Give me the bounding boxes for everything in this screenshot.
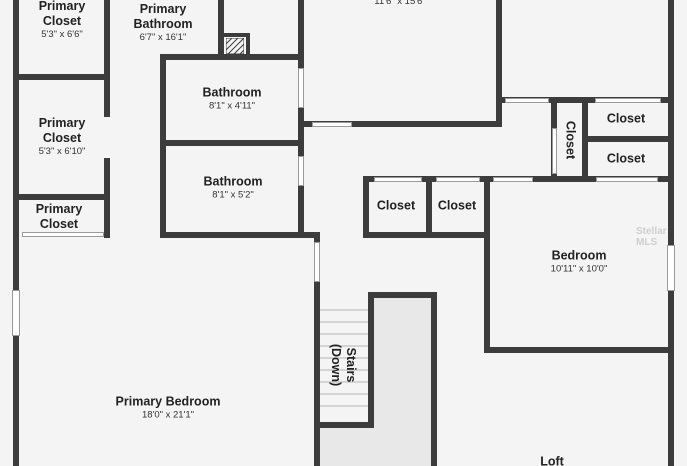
wall — [426, 176, 432, 238]
room-name: Closet — [606, 111, 646, 126]
wall — [13, 194, 110, 200]
room-label-closet-vertical: Closet — [563, 121, 578, 159]
opening — [314, 242, 320, 282]
window — [12, 290, 20, 336]
opening — [595, 98, 661, 103]
room-label-closet-b: Closet — [438, 199, 476, 214]
wall — [368, 292, 436, 298]
room-dims: 11'6" x 15'6" — [374, 0, 426, 7]
room-dims: 6'7" x 16'1" — [139, 32, 187, 43]
wall — [363, 232, 490, 238]
wall — [298, 121, 502, 127]
opening — [596, 177, 658, 182]
room-label-closet-d: Closet — [607, 152, 645, 167]
stairs-name: Stairs (Down) — [329, 343, 358, 387]
room-name: Primary Bedroom — [115, 394, 221, 409]
wall — [160, 54, 166, 238]
wall — [496, 0, 502, 127]
room-name: Loft — [540, 454, 564, 466]
wall — [668, 0, 674, 466]
room-label-primary-closet-2: Primary Closet 5'3" x 6'10" — [39, 116, 86, 158]
wall — [314, 232, 320, 466]
window — [667, 245, 675, 291]
room-label-primary-closet-1: Primary Closet 5'3" x 6'6" — [39, 0, 86, 41]
room-label-top-room: 11'6" x 15'6" — [374, 0, 425, 8]
wall — [160, 54, 304, 60]
room-name: Closet — [606, 151, 646, 166]
room-label-bathroom-2: Bathroom 8'1" x 5'2" — [203, 175, 262, 202]
wall — [363, 176, 369, 238]
wall — [431, 292, 437, 466]
room-dims: 8'1" x 4'11" — [208, 100, 256, 112]
stairs-label: Stairs (Down) — [328, 344, 358, 386]
room-name: Primary Closet — [35, 202, 83, 231]
opening — [312, 122, 352, 127]
wall — [246, 33, 250, 57]
opening — [552, 128, 557, 174]
wall — [368, 292, 374, 426]
wall — [104, 0, 110, 117]
wall — [218, 0, 224, 57]
room-dims: 5'3" x 6'10" — [38, 146, 86, 157]
room-name: Closet — [563, 120, 578, 160]
wall — [13, 74, 110, 80]
room-label-bathroom-1: Bathroom 8'1" x 4'11" — [202, 86, 261, 113]
room-label-closet-a: Closet — [377, 199, 415, 214]
opening — [298, 156, 304, 186]
room-label-closet-c: Closet — [607, 112, 645, 127]
room-name: Bathroom — [203, 174, 263, 189]
wall — [160, 140, 304, 146]
opening — [374, 177, 422, 182]
room-name: Bathroom — [202, 85, 262, 100]
opening — [22, 232, 104, 237]
room-dims: 5'3" x 6'6" — [41, 29, 83, 40]
wall — [314, 422, 374, 428]
wall — [484, 347, 674, 353]
wall — [484, 176, 674, 182]
room-name: Closet — [437, 198, 477, 213]
watermark: Stellar MLS — [636, 226, 667, 248]
wall — [220, 33, 248, 37]
stair-lower — [320, 428, 431, 466]
opening — [493, 177, 533, 182]
room-dims: 10'11" x 10'0" — [550, 263, 608, 275]
wall — [13, 0, 19, 466]
room-dims: 18'0" x 21'1" — [141, 409, 195, 421]
room-name: Bedroom — [551, 248, 607, 263]
stair-treads — [320, 309, 368, 407]
shaft-hatch — [226, 38, 244, 54]
room-label-primary-bedroom: Primary Bedroom 18'0" x 21'1" — [116, 395, 221, 422]
room-name: Primary Bathroom — [133, 2, 193, 31]
room-dims: 8'1" x 5'2" — [212, 189, 254, 201]
wall — [298, 0, 304, 238]
wall — [484, 176, 490, 353]
wall — [582, 136, 674, 142]
room-label-primary-bathroom: Primary Bathroom 6'7" x 16'1" — [133, 2, 192, 44]
room-name: Primary Closet — [38, 0, 86, 28]
room-label-primary-closet-3: Primary Closet — [36, 202, 83, 232]
opening — [436, 177, 480, 182]
room-label-loft: Loft — [540, 455, 564, 466]
opening — [298, 68, 304, 108]
room-label-bedroom: Bedroom 10'11" x 10'0" — [551, 249, 608, 276]
wall — [160, 232, 320, 238]
room-name: Closet — [376, 198, 416, 213]
room-name: Primary Closet — [38, 116, 86, 145]
opening — [505, 98, 549, 103]
